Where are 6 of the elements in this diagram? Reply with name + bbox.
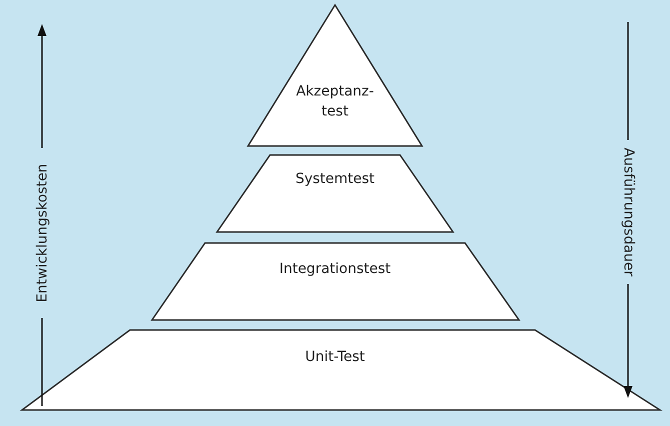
level-label: Integrationstest xyxy=(278,260,392,280)
level-label: Akzeptanz- test xyxy=(295,82,375,121)
axis-label: Entwicklungskosten xyxy=(35,164,49,302)
level-label: Unit-Test xyxy=(304,348,366,368)
level-label: Systemtest xyxy=(294,170,376,190)
axis-label: Ausführungsdauer xyxy=(621,148,635,276)
